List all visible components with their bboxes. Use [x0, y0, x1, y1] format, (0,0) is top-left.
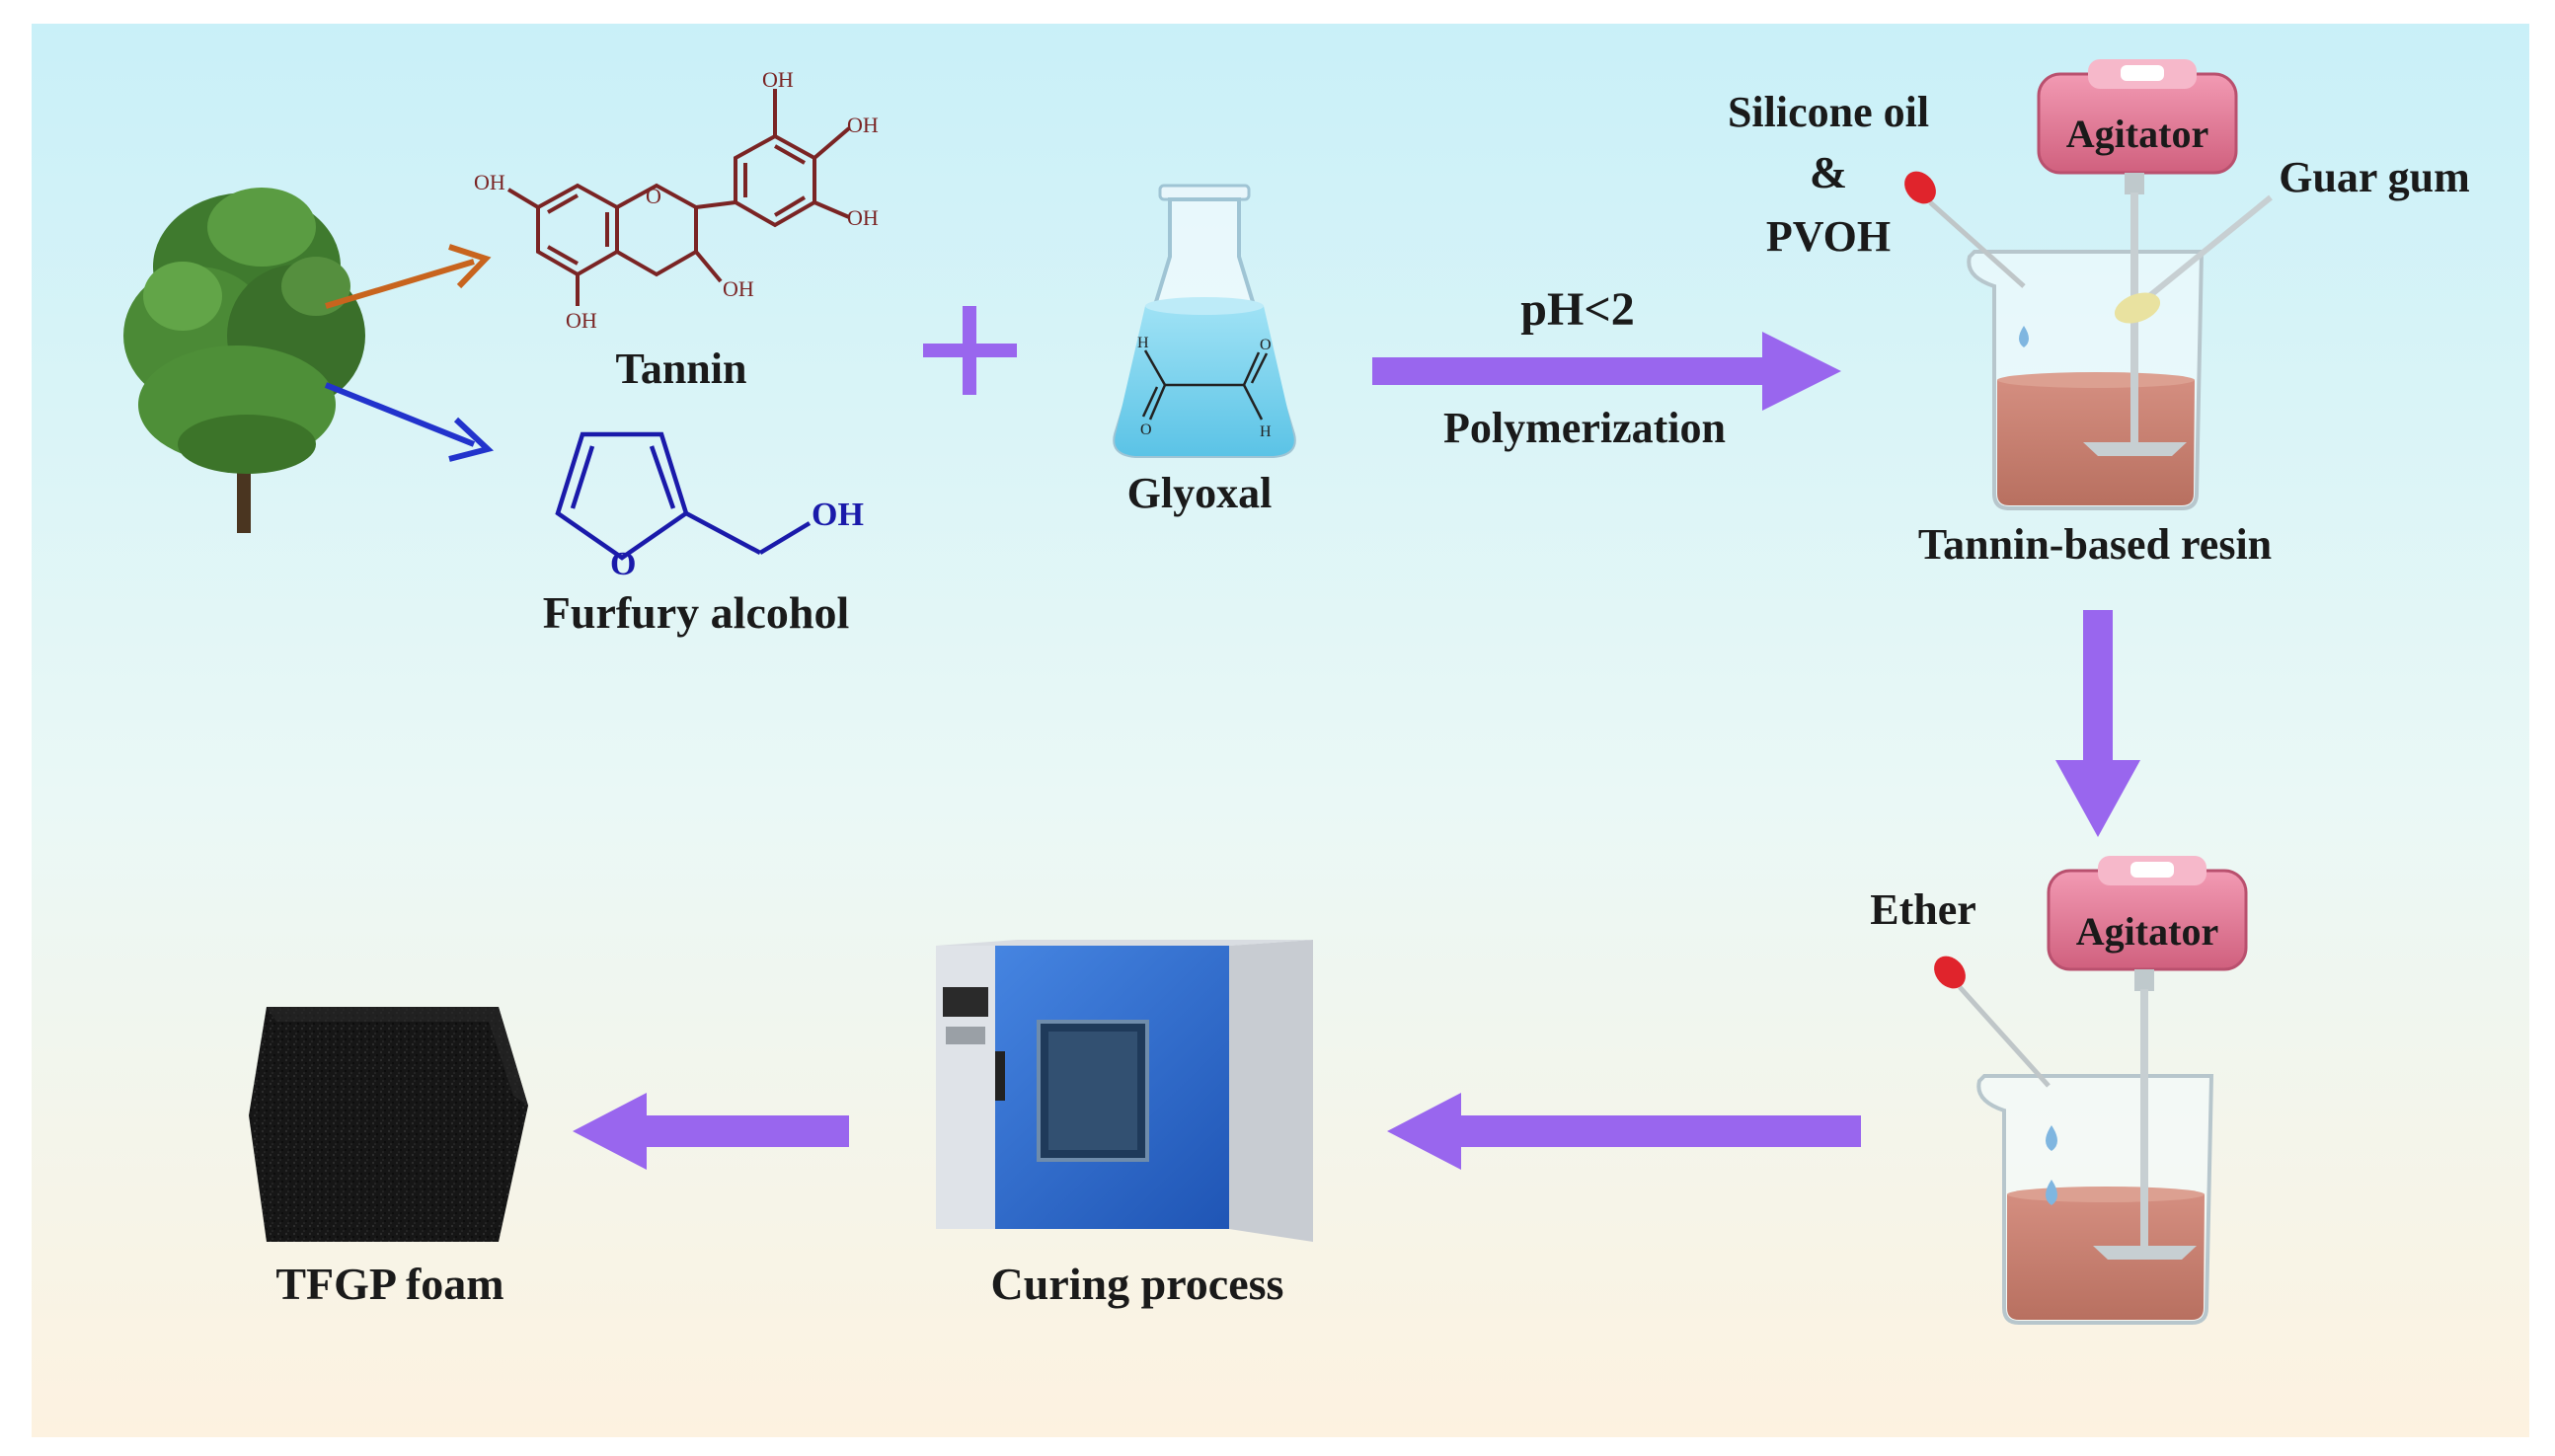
beaker-resin-icon: [1967, 250, 2205, 510]
label-tannin: Tannin: [615, 345, 747, 393]
label-pvoh: PVOH: [1765, 212, 1892, 261]
arrow-to-curing: [1387, 1093, 1861, 1170]
glyoxal-flask-icon: [1113, 184, 1296, 458]
dropper-top-icon: [1904, 171, 2026, 288]
glyoxal-structure: [1141, 349, 1269, 421]
label-tfgp-foam: TFGP foam: [275, 1259, 504, 1309]
label-curing-process: Curing process: [990, 1259, 1284, 1309]
label-tannin-based-resin: Tannin-based resin: [1917, 520, 2273, 569]
arrow-tree-to-furfuryl: [324, 382, 495, 462]
arrow-down-to-ether-step: [2055, 610, 2140, 837]
label-guar-gum: Guar gum: [2279, 153, 2470, 201]
tannin-oh-label: OH: [847, 113, 879, 137]
arrow-to-foam: [573, 1093, 849, 1170]
tannin-oh-label: OH: [723, 276, 754, 301]
dropper-bottom-icon: [1934, 956, 2051, 1088]
tannin-oh-label: OH: [762, 67, 794, 92]
label-silicone-oil: Silicone oil: [1727, 88, 1930, 136]
furfuryl-alcohol-structure: [555, 431, 812, 561]
arrow-tree-to-tannin: [325, 244, 492, 309]
label-agitator-top: Agitator: [2065, 112, 2209, 156]
label-agitator-bottom: Agitator: [2075, 909, 2219, 954]
label-furfuryl-alcohol: Furfury alcohol: [542, 587, 850, 638]
tannin-oh-label: OH: [566, 308, 597, 333]
glyoxal-o-label: O: [1140, 421, 1152, 438]
spatula-guar-gum-icon: [2114, 194, 2273, 324]
glyoxal-o-label: O: [1260, 337, 1272, 353]
tannin-oh-label: OH: [474, 170, 505, 194]
tannin-oh-label: OH: [847, 205, 879, 230]
furfuryl-oh-label: OH: [812, 497, 864, 533]
tannin-structure: [506, 89, 851, 306]
tannin-o-label: O: [646, 184, 661, 208]
label-polymerization: Polymerization: [1443, 404, 1726, 452]
furfuryl-o-label: O: [610, 546, 636, 582]
plus-icon: [923, 306, 1017, 395]
beaker-ether-icon: [1976, 1074, 2214, 1325]
tfgp-foam-icon: [249, 1007, 528, 1242]
arrow-polymerization: [1372, 332, 1841, 411]
glyoxal-h-label: H: [1137, 335, 1149, 351]
glyoxal-h-label: H: [1260, 423, 1272, 440]
tree-icon: [123, 188, 365, 533]
oven-icon: [936, 940, 1313, 1242]
label-ether: Ether: [1870, 885, 1976, 934]
agitator-bottom-icon: [2047, 856, 2248, 1260]
label-ph-condition: pH<2: [1520, 283, 1635, 336]
label-glyoxal: Glyoxal: [1126, 469, 1273, 517]
label-ampersand: &: [1809, 147, 1848, 197]
